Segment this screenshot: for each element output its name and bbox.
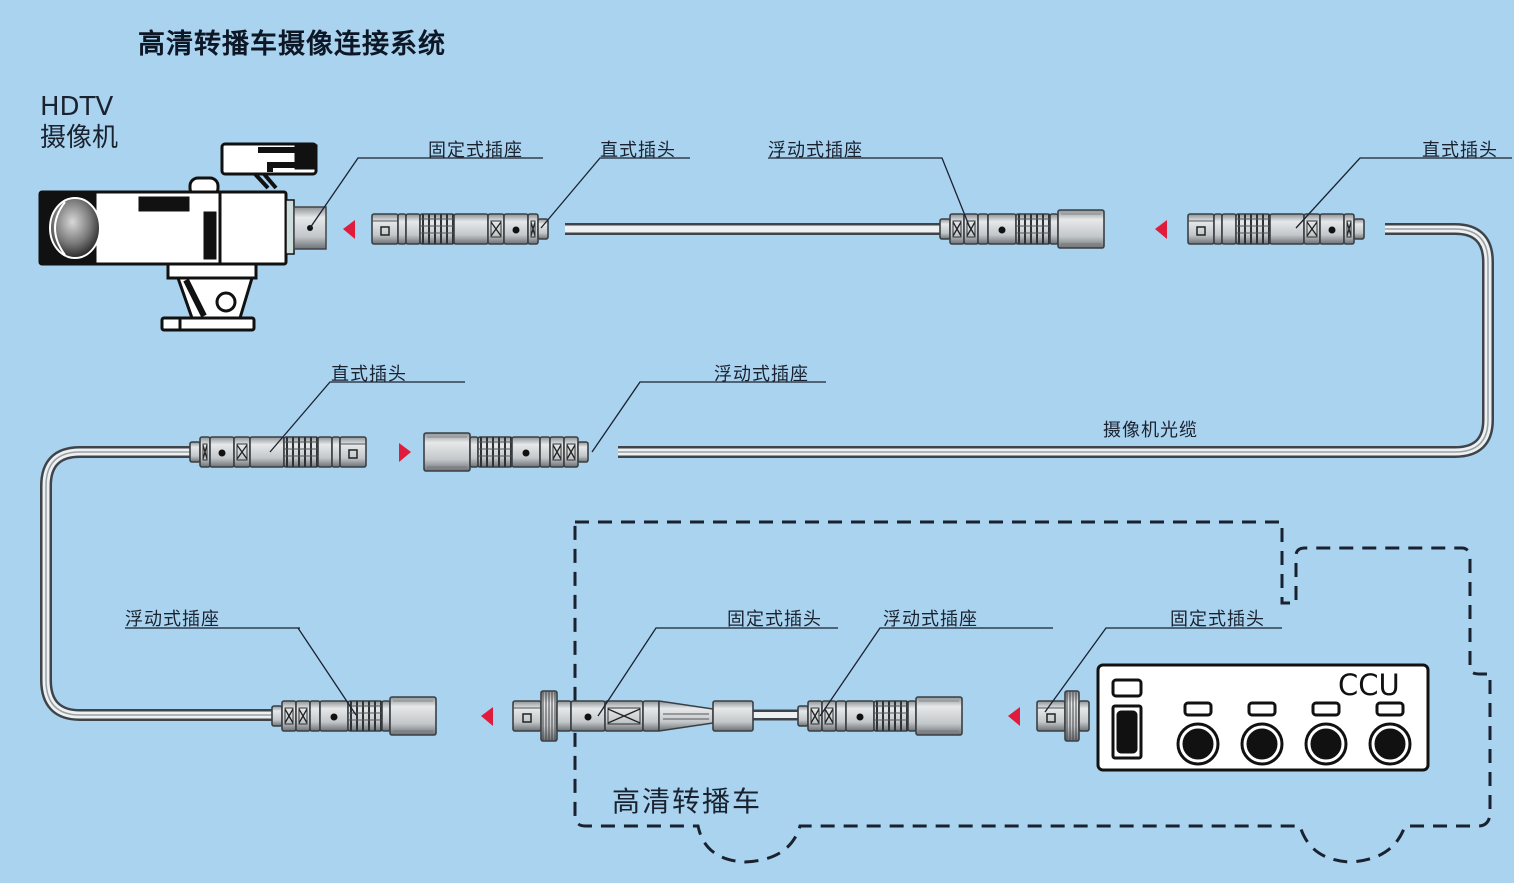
arrow-left-icon <box>343 220 355 239</box>
ccu-unit <box>1096 663 1430 772</box>
floating-socket-1 <box>939 209 1105 249</box>
label-floating-socket-4: 浮动式插座 <box>883 609 978 630</box>
ccu-port <box>1176 701 1220 766</box>
direction-arrows <box>343 220 1167 726</box>
label-floating-socket-1: 浮动式插座 <box>768 140 863 161</box>
truck-outline <box>573 520 1492 864</box>
ccu-port <box>1368 701 1412 766</box>
arrow-right-icon <box>399 443 411 462</box>
label-straight-plug-2: 直式插头 <box>1422 140 1498 161</box>
ccu-port <box>1240 701 1284 766</box>
arrow-left-icon <box>1008 707 1020 726</box>
arrow-left-icon <box>1155 220 1167 239</box>
label-camera-cable: 摄像机光缆 <box>1103 420 1198 441</box>
fixed-plug-2 <box>1036 690 1090 742</box>
camera-label: HDTV 摄像机 <box>40 92 118 154</box>
label-fixed-plug-2: 固定式插头 <box>1170 609 1265 630</box>
leader-lines <box>125 157 1512 717</box>
floating-socket-4 <box>797 696 963 736</box>
fixed-plug-1 <box>512 690 754 742</box>
camera-label-line1: HDTV <box>40 92 114 122</box>
label-fixed-socket-camera: 固定式插座 <box>428 140 523 161</box>
page-title: 高清转播车摄像连接系统 <box>138 29 446 60</box>
floating-socket-2 <box>423 432 589 472</box>
ccu-port <box>1304 701 1348 766</box>
label-fixed-plug-1: 固定式插头 <box>727 609 822 630</box>
label-floating-socket-3: 浮动式插座 <box>125 609 220 630</box>
camera-cable <box>40 223 1494 721</box>
label-straight-plug-1: 直式插头 <box>600 140 676 161</box>
label-straight-plug-3: 直式插头 <box>331 364 407 385</box>
broadcast-truck-label: 高清转播车 <box>612 785 763 818</box>
label-floating-socket-2: 浮动式插座 <box>714 364 809 385</box>
connectors <box>189 209 1365 742</box>
floating-socket-3 <box>271 696 437 736</box>
ccu-label: CCU <box>1338 668 1400 702</box>
straight-plug-1 <box>371 213 549 245</box>
straight-plug-3 <box>189 436 367 468</box>
arrow-left-icon <box>481 707 493 726</box>
camera-label-line2: 摄像机 <box>40 123 119 153</box>
hdtv-camera-icon <box>38 142 327 332</box>
straight-plug-2 <box>1187 213 1365 245</box>
